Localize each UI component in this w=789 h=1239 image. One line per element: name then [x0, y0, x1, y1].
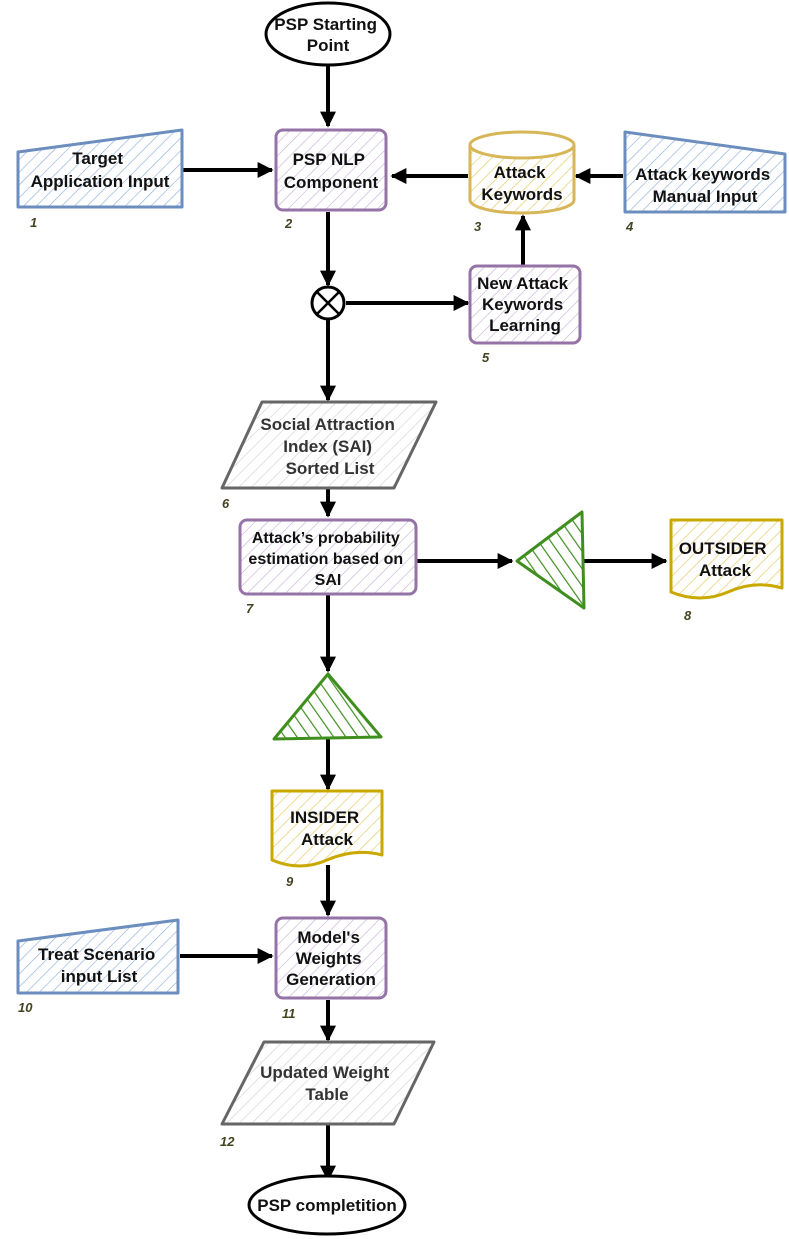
start-label-line-2: Point [307, 36, 350, 55]
decision-down-shape [272, 672, 383, 741]
new-keywords-label: New Attack Keywords Learning [477, 274, 573, 335]
outsider-line-2: Attack [699, 561, 752, 580]
manual-input-number: 4 [625, 219, 634, 234]
target-input-shape [16, 128, 184, 209]
node-junction [310, 285, 346, 321]
target-input-number: 1 [30, 215, 37, 230]
treat-input-line-1: Treat Scenario [38, 945, 155, 964]
weights-number: 11 [282, 1006, 296, 1021]
weight-table-number: 12 [220, 1134, 235, 1149]
treat-input-label: Treat Scenario input List [38, 945, 160, 986]
node-weights: Model's Weights Generation 11 [274, 916, 388, 1021]
sai-list-line-1: Social Attraction [260, 415, 394, 434]
node-end: PSP completition [247, 1174, 407, 1236]
target-input-line-1: Target [72, 149, 123, 168]
node-weight-table: Updated Weight Table 12 [220, 1040, 436, 1149]
insider-line-1: INSIDER [290, 808, 359, 827]
new-keywords-number: 5 [482, 350, 490, 365]
node-start: PSP Starting Point [264, 1, 392, 67]
sai-list-line-2: Index (SAI) [283, 437, 372, 456]
probability-line-1: Attack’s probability [252, 530, 400, 547]
end-shape [247, 1174, 407, 1236]
new-keywords-line-3: Learning [489, 316, 561, 335]
outsider-line-1: OUTSIDER [679, 539, 767, 558]
nlp-number: 2 [284, 216, 293, 231]
manual-input-line-2: Manual Input [653, 187, 758, 206]
weights-label: Model's Weights Generation [286, 928, 376, 989]
target-input-line-2: Application Input [31, 172, 170, 191]
weight-table-shape [220, 1040, 436, 1126]
junction-cross-b [316, 291, 340, 315]
weight-table-line-2: Table [305, 1085, 348, 1104]
insider-line-2: Attack [301, 830, 354, 849]
insider-number: 9 [286, 874, 294, 889]
attack-keywords-top [468, 130, 576, 160]
new-keywords-line-1: New Attack [477, 274, 569, 293]
sai-list-number: 6 [222, 496, 230, 511]
node-treat-input: Treat Scenario input List 10 [16, 918, 180, 1015]
treat-input-line-2: input List [61, 967, 138, 986]
manual-input-label: Attack keywords Manual Input [635, 165, 775, 206]
start-label-line-1: PSP Starting [274, 15, 377, 34]
sai-list-shape [220, 400, 438, 490]
nlp-component-shape [274, 128, 388, 212]
node-target-input: Target Application Input 1 [16, 128, 184, 230]
weights-line-3: Generation [286, 970, 376, 989]
node-manual-input: Attack keywords Manual Input 4 [623, 130, 787, 234]
node-new-keywords: New Attack Keywords Learning 5 [468, 264, 582, 365]
insider-shape [270, 789, 384, 868]
probability-number: 7 [246, 601, 254, 616]
node-nlp-component: PSP NLP Component 2 [274, 128, 388, 231]
weight-table-label: Updated Weight Table [260, 1063, 394, 1104]
insider-label: INSIDER Attack [290, 808, 364, 849]
probability-label: Attack’s probability estimation based on… [248, 530, 407, 589]
node-decision-down [272, 672, 383, 741]
node-decision-right [515, 510, 586, 610]
node-attack-keywords: Attack Keywords 3 [468, 130, 576, 234]
weight-table-line-1: Updated Weight [260, 1063, 389, 1082]
start-shape [264, 1, 392, 67]
sai-list-line-3: Sorted List [286, 459, 375, 478]
outsider-label: OUTSIDER Attack [679, 539, 772, 580]
attack-keywords-shape [468, 145, 576, 215]
manual-input-shape [623, 130, 787, 214]
start-label: PSP Starting Point [274, 15, 381, 55]
decision-right-shape [515, 510, 586, 610]
nlp-component-label: PSP NLP Component [284, 150, 379, 192]
attack-keywords-number: 3 [474, 219, 482, 234]
treat-input-shape [16, 918, 180, 995]
target-input-label: Target Application Input [31, 149, 170, 191]
weights-line-1: Model's [297, 928, 360, 947]
node-insider: INSIDER Attack 9 [270, 789, 384, 889]
new-keywords-shape [468, 264, 582, 345]
weights-line-2: Weights [296, 949, 362, 968]
nlp-label-line-1: PSP NLP [293, 150, 365, 169]
attack-keywords-label: Attack Keywords [481, 163, 562, 204]
probability-line-3: SAI [315, 572, 342, 589]
attack-keywords-line-1: Attack [494, 163, 547, 182]
probability-line-2: estimation based on [248, 551, 403, 568]
nlp-label-line-2: Component [284, 173, 379, 192]
treat-input-number: 10 [18, 1000, 33, 1015]
manual-input-line-1: Attack keywords [635, 165, 770, 184]
node-outsider: OUTSIDER Attack 8 [669, 518, 784, 623]
connectors [180, 66, 668, 1182]
probability-shape [238, 518, 418, 596]
node-probability: Attack’s probability estimation based on… [238, 518, 418, 616]
outsider-number: 8 [684, 608, 692, 623]
new-keywords-line-2: Keywords [482, 295, 563, 314]
end-label: PSP completition [257, 1196, 397, 1215]
node-sai-list: Social Attraction Index (SAI) Sorted Lis… [220, 400, 438, 511]
weights-shape [274, 916, 388, 1000]
outsider-shape [669, 518, 784, 600]
attack-keywords-line-2: Keywords [481, 185, 562, 204]
sai-list-label: Social Attraction Index (SAI) Sorted Lis… [260, 415, 399, 478]
